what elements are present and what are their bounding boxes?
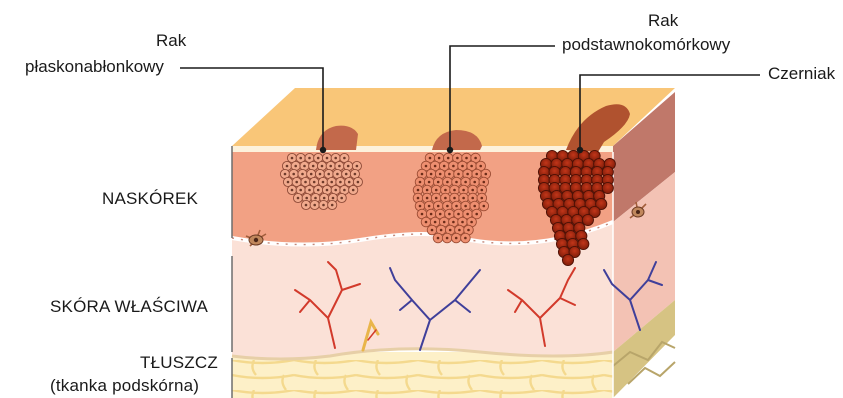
callout-squamous-line1: Rak bbox=[156, 31, 186, 51]
layer-label-fat: TŁUSZCZ bbox=[140, 353, 218, 373]
side-face bbox=[613, 92, 675, 398]
layer-label-fat-subtitle: (tkanka podskórna) bbox=[50, 376, 199, 396]
callout-basal-line2: podstawnokomórkowy bbox=[562, 35, 730, 55]
callout-basal-line1: Rak bbox=[648, 11, 678, 31]
layer-label-epidermis: NASKÓREK bbox=[102, 189, 198, 209]
callout-squamous-line2: płaskonabłonkowy bbox=[25, 57, 164, 77]
callout-melanoma: Czerniak bbox=[768, 64, 835, 84]
layer-label-dermis: SKÓRA WŁAŚCIWA bbox=[50, 297, 208, 317]
skin-surface-edge bbox=[232, 146, 613, 152]
